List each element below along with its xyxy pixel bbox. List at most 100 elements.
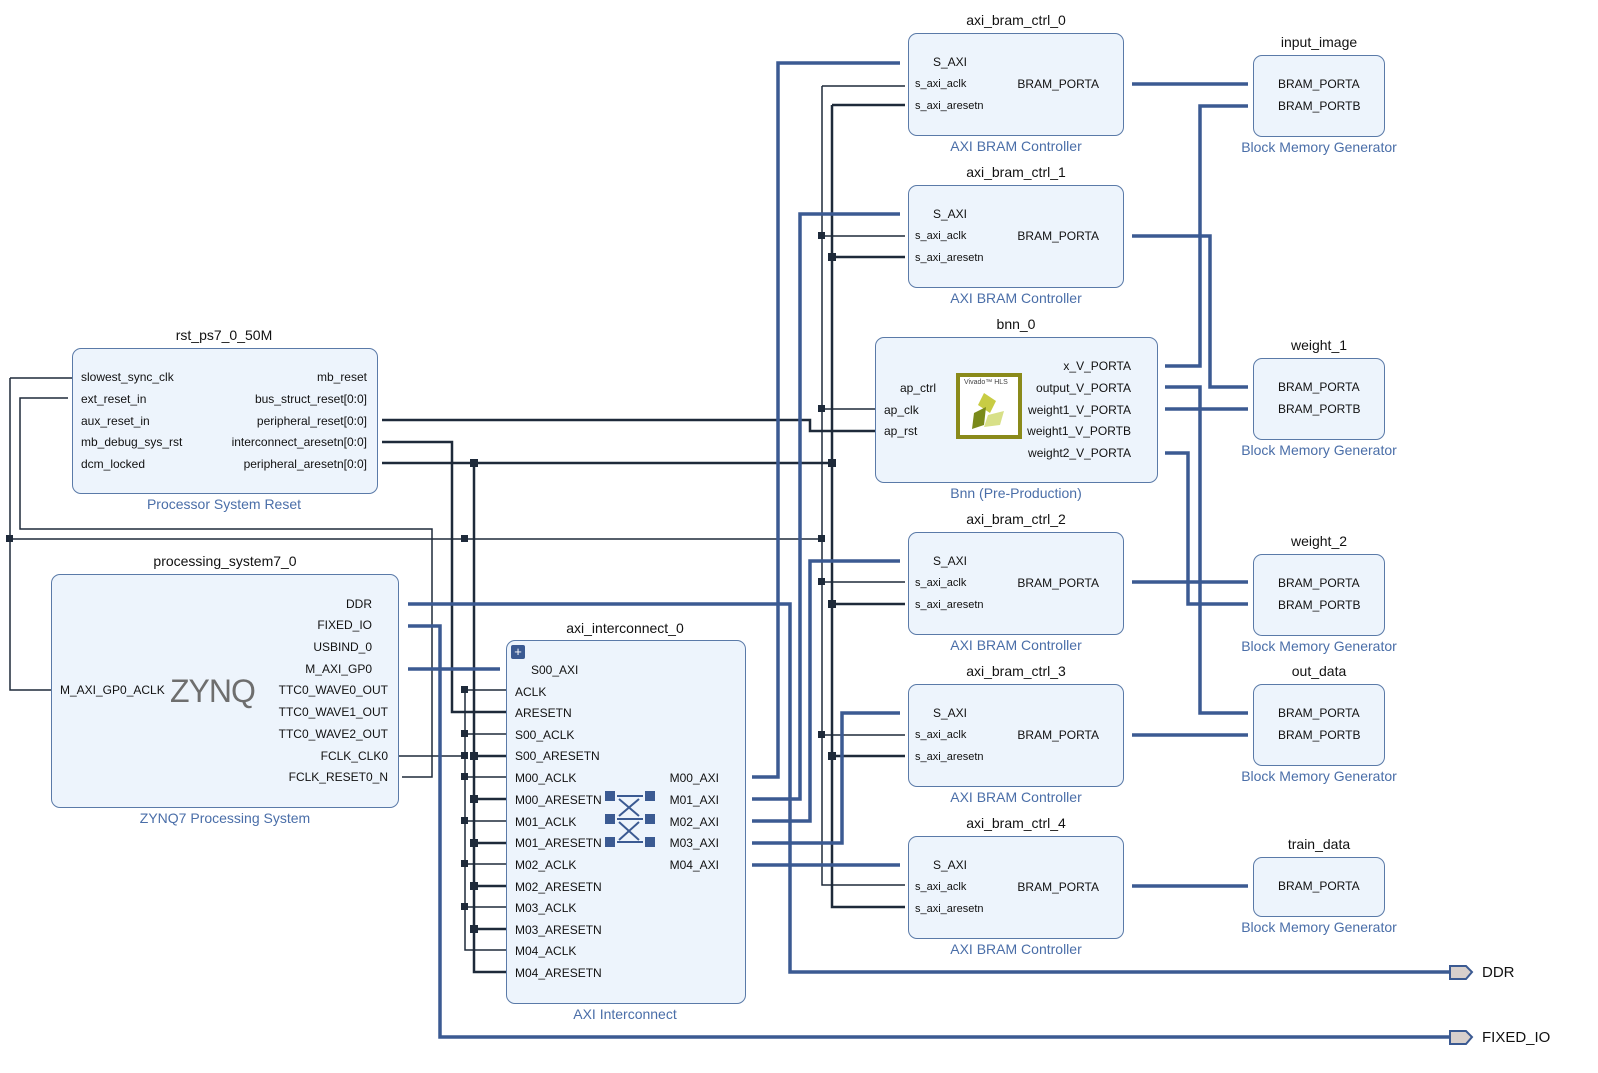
block-bram-weight-2[interactable]: BRAM_PORTA BRAM_PORTB bbox=[1253, 554, 1385, 636]
pin[interactable]: M00_ACLK bbox=[515, 771, 577, 785]
pin[interactable]: mb_reset bbox=[316, 370, 367, 384]
pin[interactable]: peripheral_reset[0:0] bbox=[256, 414, 367, 428]
pin[interactable]: M_AXI_GP0 bbox=[305, 662, 372, 676]
pin[interactable]: aux_reset_in bbox=[81, 414, 150, 428]
pin[interactable]: weight2_V_PORTA bbox=[1028, 446, 1131, 460]
pin[interactable]: S00_ARESETN bbox=[515, 749, 600, 763]
bus-m03[interactable] bbox=[752, 711, 900, 845]
pin[interactable]: S_AXI bbox=[933, 858, 968, 872]
net-fclk-reset[interactable] bbox=[19, 397, 433, 778]
bus-m02[interactable] bbox=[752, 559, 900, 823]
block-bram-input-image[interactable]: BRAM_PORTA BRAM_PORTB bbox=[1253, 55, 1385, 137]
pin[interactable]: mb_debug_sys_rst bbox=[81, 435, 183, 449]
pin[interactable]: slowest_sync_clk bbox=[81, 370, 174, 384]
pin[interactable]: BRAM_PORTA bbox=[1278, 879, 1360, 893]
bus-output-v[interactable] bbox=[1165, 385, 1248, 715]
pin[interactable]: M02_ARESETN bbox=[515, 880, 602, 894]
pin[interactable]: interconnect_aresetn[0:0] bbox=[231, 435, 367, 449]
pin[interactable]: FCLK_CLK0 bbox=[320, 749, 388, 763]
bus-m01[interactable] bbox=[752, 212, 900, 801]
pin[interactable]: S_AXI bbox=[933, 55, 968, 69]
pin[interactable]: TTC0_WAVE0_OUT bbox=[278, 683, 388, 697]
pin[interactable]: ap_ctrl bbox=[900, 381, 937, 395]
pin[interactable]: BRAM_PORTA bbox=[1278, 576, 1360, 590]
pin[interactable]: s_axi_aresetn bbox=[915, 100, 984, 112]
pin[interactable]: BRAM_PORTA bbox=[1278, 77, 1360, 91]
pin[interactable]: BRAM_PORTB bbox=[1278, 402, 1361, 416]
pin[interactable]: ext_reset_in bbox=[81, 392, 147, 406]
pin[interactable]: weight1_V_PORTB bbox=[1027, 424, 1131, 438]
pin[interactable]: BRAM_PORTA bbox=[1017, 576, 1099, 590]
bus-fixed-io[interactable] bbox=[408, 624, 1450, 1039]
pin[interactable]: M03_AXI bbox=[669, 836, 719, 850]
pin[interactable]: BRAM_PORTA bbox=[1017, 880, 1099, 894]
expand-icon[interactable]: + bbox=[511, 645, 525, 659]
pin[interactable]: BRAM_PORTA bbox=[1017, 229, 1099, 243]
net-interconnect-aresetn[interactable] bbox=[382, 440, 508, 714]
pin[interactable]: FIXED_IO bbox=[317, 618, 372, 632]
pin[interactable]: weight1_V_PORTA bbox=[1028, 403, 1131, 417]
port-fixed-io-icon[interactable] bbox=[1449, 1030, 1474, 1045]
block-bram-weight-1[interactable]: BRAM_PORTA BRAM_PORTB bbox=[1253, 358, 1385, 440]
pin[interactable]: s_axi_aclk bbox=[915, 577, 967, 589]
pin[interactable]: BRAM_PORTA bbox=[1278, 380, 1360, 394]
pin[interactable]: s_axi_aclk bbox=[915, 881, 967, 893]
block-bram-out-data[interactable]: BRAM_PORTA BRAM_PORTB bbox=[1253, 684, 1385, 766]
pin[interactable]: M04_AXI bbox=[669, 858, 719, 872]
block-rst[interactable]: slowest_sync_clk ext_reset_in aux_reset_… bbox=[72, 348, 378, 494]
pin[interactable]: ARESETN bbox=[515, 706, 572, 720]
pin[interactable]: M03_ARESETN bbox=[515, 923, 602, 937]
pin[interactable]: TTC0_WAVE2_OUT bbox=[278, 727, 388, 741]
pin[interactable]: ap_clk bbox=[884, 403, 919, 417]
pin[interactable]: TTC0_WAVE1_OUT bbox=[278, 705, 388, 719]
pin[interactable]: M00_AXI bbox=[669, 771, 719, 785]
block-bram-ctrl-2[interactable]: S_AXI s_axi_aclk s_axi_aresetn BRAM_PORT… bbox=[908, 532, 1124, 635]
pin[interactable]: S_AXI bbox=[933, 207, 968, 221]
pin[interactable]: BRAM_PORTA bbox=[1017, 77, 1099, 91]
pin[interactable]: BRAM_PORTB bbox=[1278, 99, 1361, 113]
pin[interactable]: S00_ACLK bbox=[515, 728, 575, 742]
pin[interactable]: BRAM_PORTA bbox=[1278, 706, 1360, 720]
pin[interactable]: USBIND_0 bbox=[313, 640, 372, 654]
pin[interactable]: S00_AXI bbox=[531, 663, 579, 677]
pin[interactable]: M03_ACLK bbox=[515, 901, 577, 915]
port-ddr-icon[interactable] bbox=[1449, 965, 1474, 980]
pin[interactable]: M02_ACLK bbox=[515, 858, 577, 872]
pin[interactable]: BRAM_PORTA bbox=[1017, 728, 1099, 742]
pin[interactable]: M02_AXI bbox=[669, 815, 719, 829]
pin[interactable]: M01_ARESETN bbox=[515, 836, 602, 850]
block-bram-ctrl-0[interactable]: S_AXI s_axi_aclk s_axi_aresetn BRAM_PORT… bbox=[908, 33, 1124, 136]
pin[interactable]: s_axi_aresetn bbox=[915, 599, 984, 611]
block-bram-ctrl-4[interactable]: S_AXI s_axi_aclk s_axi_aresetn BRAM_PORT… bbox=[908, 836, 1124, 939]
pin[interactable]: ap_rst bbox=[884, 424, 918, 438]
pin[interactable]: s_axi_aresetn bbox=[915, 903, 984, 915]
pin[interactable]: DDR bbox=[346, 597, 372, 611]
pin[interactable]: M04_ARESETN bbox=[515, 966, 602, 980]
block-ps7[interactable]: M_AXI_GP0_ACLK ZYNQ DDR FIXED_IO USBIND_… bbox=[51, 574, 399, 808]
bus-weight2-a[interactable] bbox=[1165, 451, 1248, 606]
pin[interactable]: S_AXI bbox=[933, 706, 968, 720]
pin[interactable]: s_axi_aclk bbox=[915, 230, 967, 242]
pin[interactable]: output_V_PORTA bbox=[1036, 381, 1131, 395]
pin[interactable]: M04_ACLK bbox=[515, 944, 577, 958]
net-peripheral-reset[interactable] bbox=[382, 418, 875, 433]
pin[interactable]: M01_ACLK bbox=[515, 815, 577, 829]
pin[interactable]: M01_AXI bbox=[669, 793, 719, 807]
bus-ddr[interactable] bbox=[408, 602, 1450, 974]
pin[interactable]: bus_struct_reset[0:0] bbox=[254, 392, 367, 406]
pin[interactable]: ACLK bbox=[515, 685, 547, 699]
pin[interactable]: BRAM_PORTB bbox=[1278, 728, 1361, 742]
block-bnn[interactable]: ap_ctrl ap_clk ap_rst Vivado™ HLS x_V_PO… bbox=[875, 337, 1158, 483]
pin[interactable]: s_axi_aclk bbox=[915, 78, 967, 90]
pin[interactable]: s_axi_aclk bbox=[915, 729, 967, 741]
block-bram-ctrl-3[interactable]: S_AXI s_axi_aclk s_axi_aresetn BRAM_PORT… bbox=[908, 684, 1124, 787]
net-peripheral-aresetn[interactable] bbox=[382, 103, 905, 974]
pin[interactable]: dcm_locked bbox=[81, 457, 146, 471]
pin[interactable]: s_axi_aresetn bbox=[915, 751, 984, 763]
pin[interactable]: x_V_PORTA bbox=[1063, 359, 1131, 373]
pin[interactable]: peripheral_aresetn[0:0] bbox=[243, 457, 367, 471]
bus-bram1[interactable] bbox=[1132, 234, 1248, 389]
pin[interactable]: FCLK_RESET0_N bbox=[288, 770, 388, 784]
pin[interactable]: M_AXI_GP0_ACLK bbox=[60, 683, 165, 697]
pin[interactable]: s_axi_aresetn bbox=[915, 252, 984, 264]
